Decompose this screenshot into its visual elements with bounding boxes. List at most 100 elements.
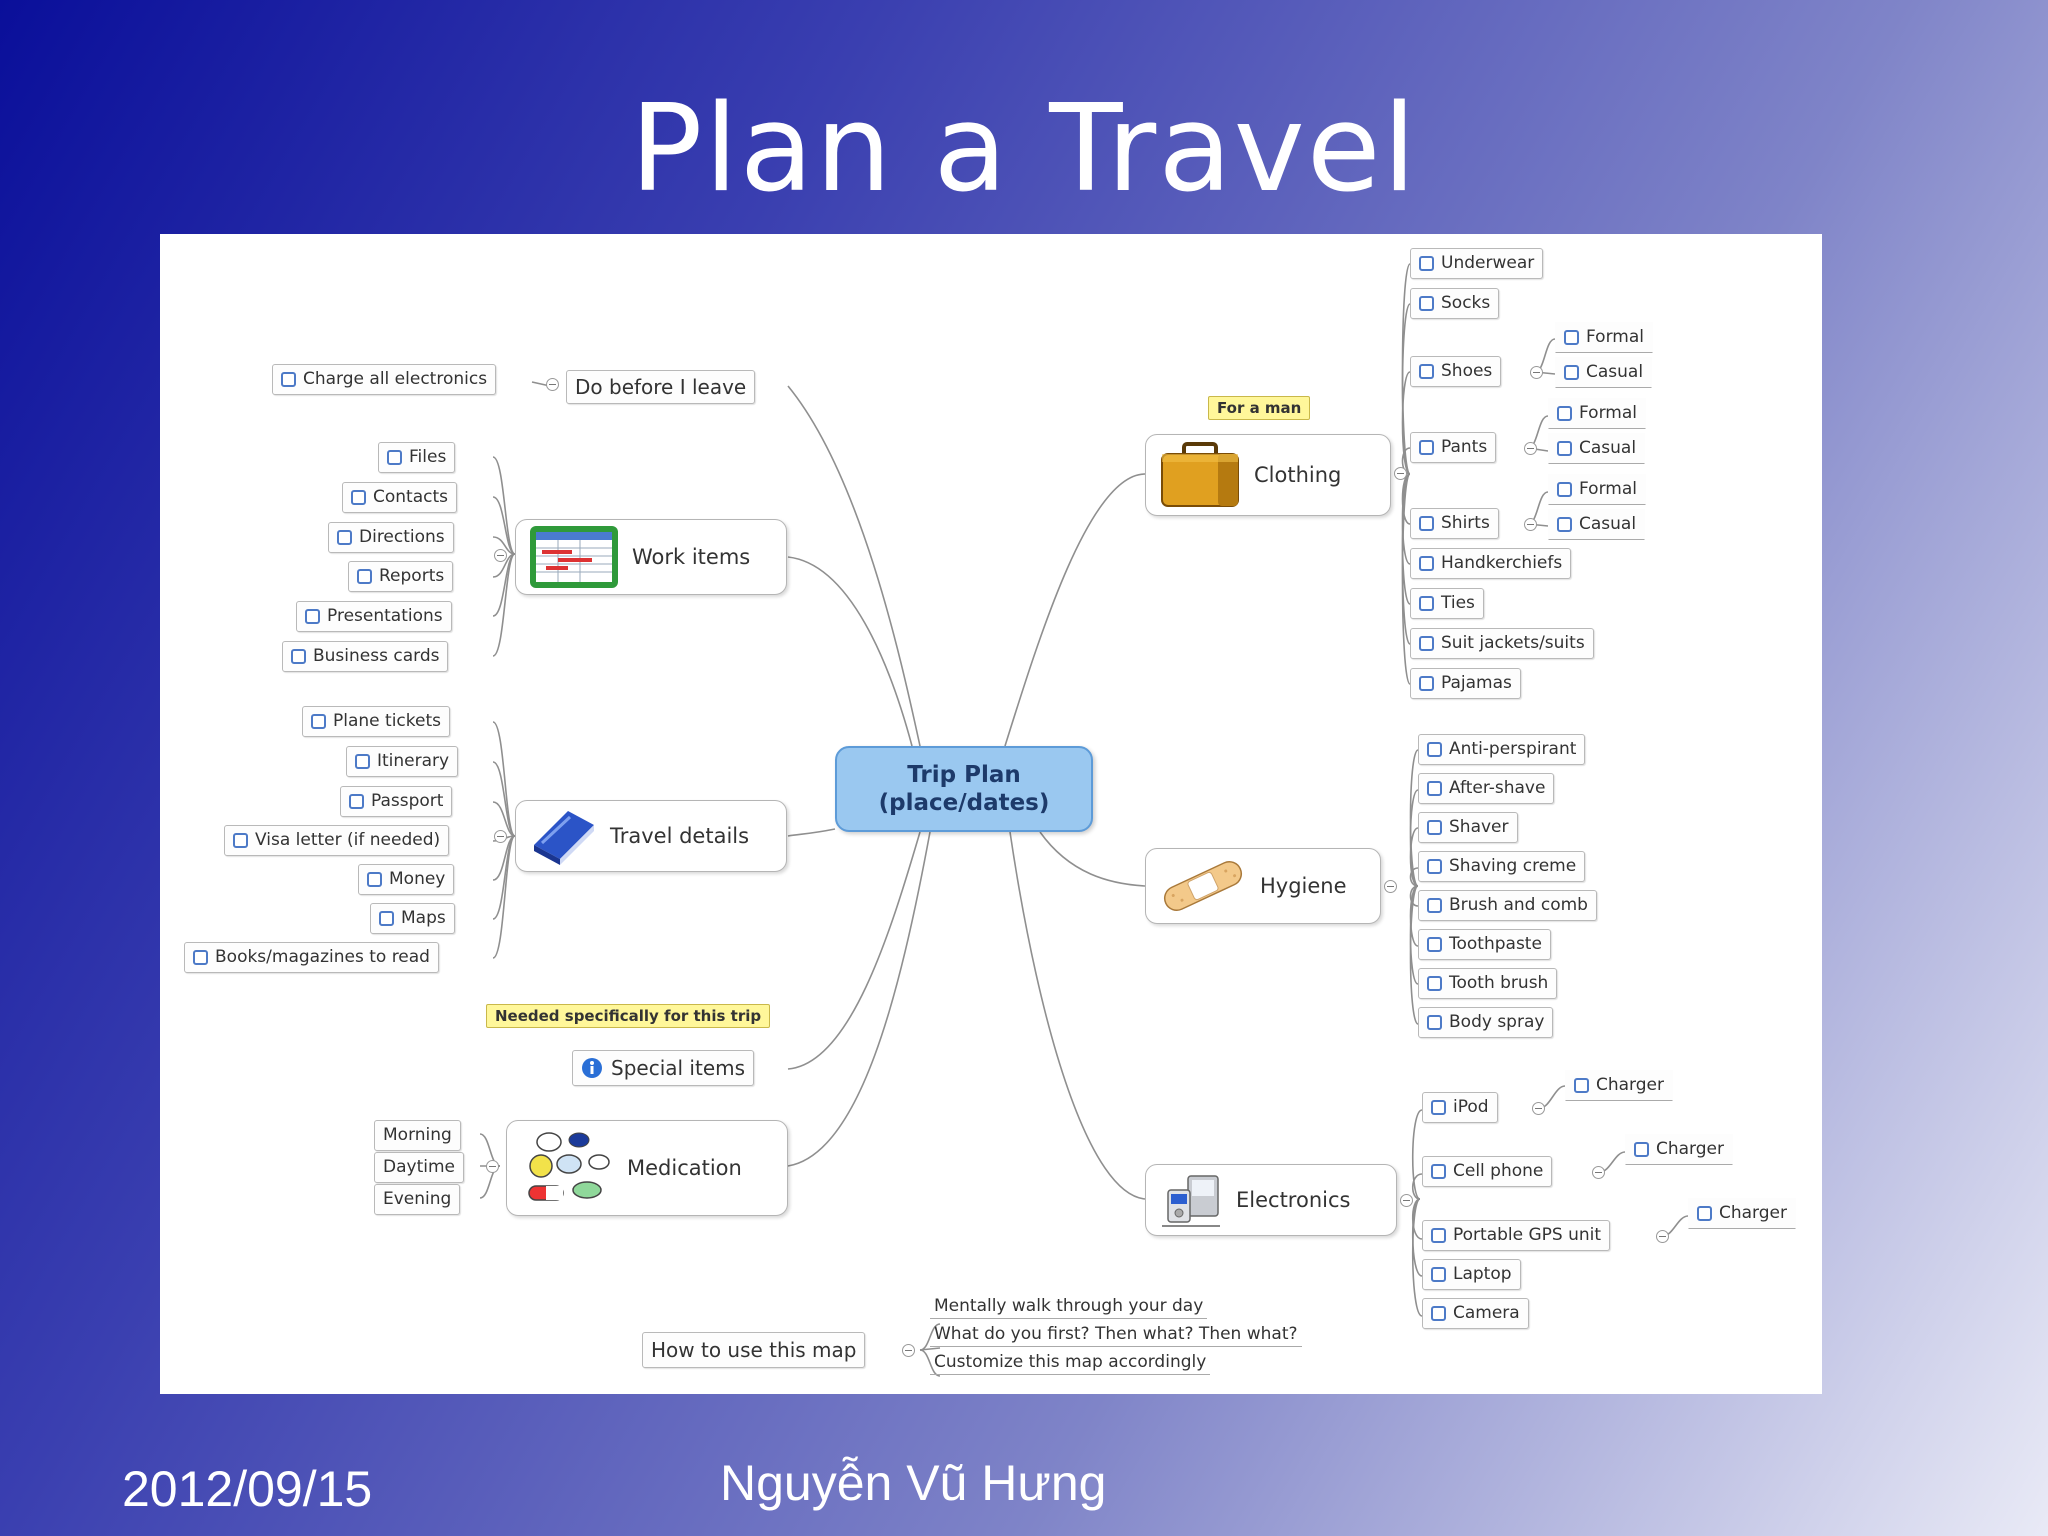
hygiene-item-shaving-creme[interactable]: Shaving creme: [1418, 851, 1586, 882]
checkbox-icon[interactable]: [1557, 517, 1572, 532]
checkbox-icon[interactable]: [367, 872, 382, 887]
checkbox-icon[interactable]: [305, 609, 320, 624]
collapse-toggle-icon[interactable]: [1592, 1166, 1605, 1179]
checkbox-icon[interactable]: [311, 714, 326, 729]
collapse-toggle-icon[interactable]: [546, 378, 559, 391]
checkbox-icon[interactable]: [291, 649, 306, 664]
checkbox-icon[interactable]: [1431, 1164, 1446, 1179]
travel-item-money[interactable]: Money: [358, 864, 455, 895]
clothing-item-suits[interactable]: Suit jackets/suits: [1410, 628, 1594, 659]
collapse-toggle-icon[interactable]: [1394, 467, 1407, 480]
checkbox-icon[interactable]: [379, 911, 394, 926]
hygiene-item-after-shave[interactable]: After-shave: [1418, 773, 1555, 804]
collapse-toggle-icon[interactable]: [1524, 442, 1537, 455]
checkbox-icon[interactable]: [1419, 296, 1434, 311]
travel-item-visa-letter[interactable]: Visa letter (if needed): [224, 825, 450, 856]
checkbox-icon[interactable]: [1419, 516, 1434, 531]
travel-item-maps[interactable]: Maps: [370, 903, 455, 934]
checkbox-icon[interactable]: [1427, 937, 1442, 952]
checkbox-icon[interactable]: [281, 372, 296, 387]
checkbox-icon[interactable]: [1427, 898, 1442, 913]
checkbox-icon[interactable]: [193, 950, 208, 965]
checkbox-icon[interactable]: [1419, 440, 1434, 455]
checkbox-icon[interactable]: [351, 490, 366, 505]
travel-item-itinerary[interactable]: Itinerary: [346, 746, 459, 777]
checkbox-icon[interactable]: [1427, 976, 1442, 991]
checkbox-icon[interactable]: [1427, 820, 1442, 835]
branch-work-items[interactable]: Work items: [515, 519, 787, 595]
branch-special-items[interactable]: Special items: [572, 1050, 755, 1086]
branch-clothing[interactable]: Clothing: [1145, 434, 1391, 516]
checkbox-icon[interactable]: [1419, 676, 1434, 691]
checkbox-icon[interactable]: [1419, 596, 1434, 611]
shoes-casual[interactable]: Casual: [1555, 357, 1653, 388]
clothing-item-underwear[interactable]: Underwear: [1410, 248, 1544, 279]
branch-medication[interactable]: Medication: [506, 1120, 788, 1216]
checkbox-icon[interactable]: [1419, 256, 1434, 271]
electronics-item-gps[interactable]: Portable GPS unit: [1422, 1220, 1611, 1251]
pants-formal[interactable]: Formal: [1548, 398, 1646, 429]
branch-travel-details[interactable]: Travel details: [515, 800, 787, 872]
work-item-reports[interactable]: Reports: [348, 561, 454, 592]
central-topic-trip-plan[interactable]: Trip Plan (place/dates): [835, 746, 1093, 832]
gps-charger[interactable]: Charger: [1688, 1198, 1796, 1229]
medication-item-daytime[interactable]: Daytime: [374, 1152, 464, 1183]
work-item-contacts[interactable]: Contacts: [342, 482, 457, 513]
checkbox-icon[interactable]: [1419, 364, 1434, 379]
checkbox-icon[interactable]: [1419, 556, 1434, 571]
medication-item-evening[interactable]: Evening: [374, 1184, 461, 1215]
checkbox-icon[interactable]: [1564, 330, 1579, 345]
checkbox-icon[interactable]: [349, 794, 364, 809]
checkbox-icon[interactable]: [1557, 482, 1572, 497]
electronics-item-ipod[interactable]: iPod: [1422, 1092, 1498, 1123]
hygiene-item-toothpaste[interactable]: Toothpaste: [1418, 929, 1551, 960]
checkbox-icon[interactable]: [337, 530, 352, 545]
checkbox-icon[interactable]: [357, 569, 372, 584]
ipod-charger[interactable]: Charger: [1565, 1070, 1673, 1101]
hygiene-item-anti-perspirant[interactable]: Anti-perspirant: [1418, 734, 1586, 765]
checkbox-icon[interactable]: [1419, 636, 1434, 651]
item-charge-electronics[interactable]: Charge all electronics: [272, 364, 497, 395]
checkbox-icon[interactable]: [1634, 1142, 1649, 1157]
hygiene-item-tooth-brush[interactable]: Tooth brush: [1418, 968, 1558, 999]
checkbox-icon[interactable]: [355, 754, 370, 769]
checkbox-icon[interactable]: [1557, 406, 1572, 421]
branch-how-to-use[interactable]: How to use this map: [642, 1332, 866, 1368]
checkbox-icon[interactable]: [1557, 441, 1572, 456]
collapse-toggle-icon[interactable]: [1530, 366, 1543, 379]
checkbox-icon[interactable]: [1574, 1078, 1589, 1093]
work-item-directions[interactable]: Directions: [328, 522, 454, 553]
checkbox-icon[interactable]: [1427, 742, 1442, 757]
clothing-item-shoes[interactable]: Shoes: [1410, 356, 1502, 387]
electronics-item-cell-phone[interactable]: Cell phone: [1422, 1156, 1553, 1187]
clothing-item-pants[interactable]: Pants: [1410, 432, 1497, 463]
checkbox-icon[interactable]: [1431, 1306, 1446, 1321]
work-item-business-cards[interactable]: Business cards: [282, 641, 449, 672]
branch-do-before-leave[interactable]: Do before I leave: [566, 370, 756, 404]
checkbox-icon[interactable]: [1431, 1228, 1446, 1243]
clothing-item-socks[interactable]: Socks: [1410, 288, 1500, 319]
hygiene-item-brush-comb[interactable]: Brush and comb: [1418, 890, 1597, 921]
shirts-casual[interactable]: Casual: [1548, 509, 1646, 540]
collapse-toggle-icon[interactable]: [1384, 880, 1397, 893]
travel-item-passport[interactable]: Passport: [340, 786, 453, 817]
checkbox-icon[interactable]: [1431, 1100, 1446, 1115]
travel-item-plane-tickets[interactable]: Plane tickets: [302, 706, 450, 737]
checkbox-icon[interactable]: [1427, 859, 1442, 874]
electronics-item-laptop[interactable]: Laptop: [1422, 1259, 1521, 1290]
checkbox-icon[interactable]: [1427, 781, 1442, 796]
checkbox-icon[interactable]: [1431, 1267, 1446, 1282]
branch-electronics[interactable]: Electronics: [1145, 1164, 1397, 1236]
collapse-toggle-icon[interactable]: [1400, 1194, 1413, 1207]
travel-item-books[interactable]: Books/magazines to read: [184, 942, 439, 973]
collapse-toggle-icon[interactable]: [1524, 518, 1537, 531]
shirts-formal[interactable]: Formal: [1548, 474, 1646, 505]
hygiene-item-body-spray[interactable]: Body spray: [1418, 1007, 1554, 1038]
collapse-toggle-icon[interactable]: [1532, 1102, 1545, 1115]
collapse-toggle-icon[interactable]: [902, 1344, 915, 1357]
medication-item-morning[interactable]: Morning: [374, 1120, 461, 1151]
collapse-toggle-icon[interactable]: [494, 830, 507, 843]
branch-hygiene[interactable]: Hygiene: [1145, 848, 1381, 924]
collapse-toggle-icon[interactable]: [494, 549, 507, 562]
pants-casual[interactable]: Casual: [1548, 433, 1646, 464]
